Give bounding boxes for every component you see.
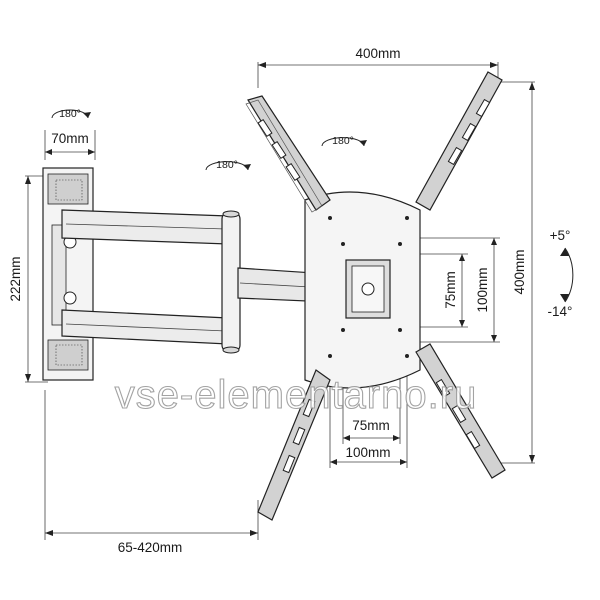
dim-100-horizontal: 100mm [345,445,390,460]
tilt-down-label: -14° [548,304,573,319]
elbow-rotation-label: 180° [216,159,238,171]
dimension-lines [25,62,535,540]
wall-rotation-indicator: 180° [51,108,91,120]
dim-100-vertical: 100mm [475,267,490,312]
dim-222: 222mm [8,256,23,301]
watermark: vse-elementarno.ru [115,373,478,417]
tilt-arc [564,247,574,303]
dim-75-horizontal: 75mm [352,418,390,433]
dim-70: 70mm [51,131,89,146]
vesa-bracket [245,71,506,521]
elbow-rotation-indicator: 180° [205,159,251,171]
articulating-arms [61,209,331,354]
dim-75-vertical: 75mm [443,271,458,309]
wall-plate [42,167,94,381]
dim-65-420: 65-420mm [118,540,183,555]
swivel-rotation-indicator: 180° [321,135,367,147]
tilt-up-label: +5° [550,228,571,243]
dim-400-vertical: 400mm [512,249,527,294]
swivel-rotation-label: 180° [332,135,354,147]
dim-400-top: 400mm [355,46,400,61]
rotation-indicators: 180° 180° 180° [51,108,574,303]
dimension-labels: 400mm 400mm 70mm 222mm 65-420mm 75mm 100… [8,46,572,555]
wall-rotation-label: 180° [59,108,81,120]
